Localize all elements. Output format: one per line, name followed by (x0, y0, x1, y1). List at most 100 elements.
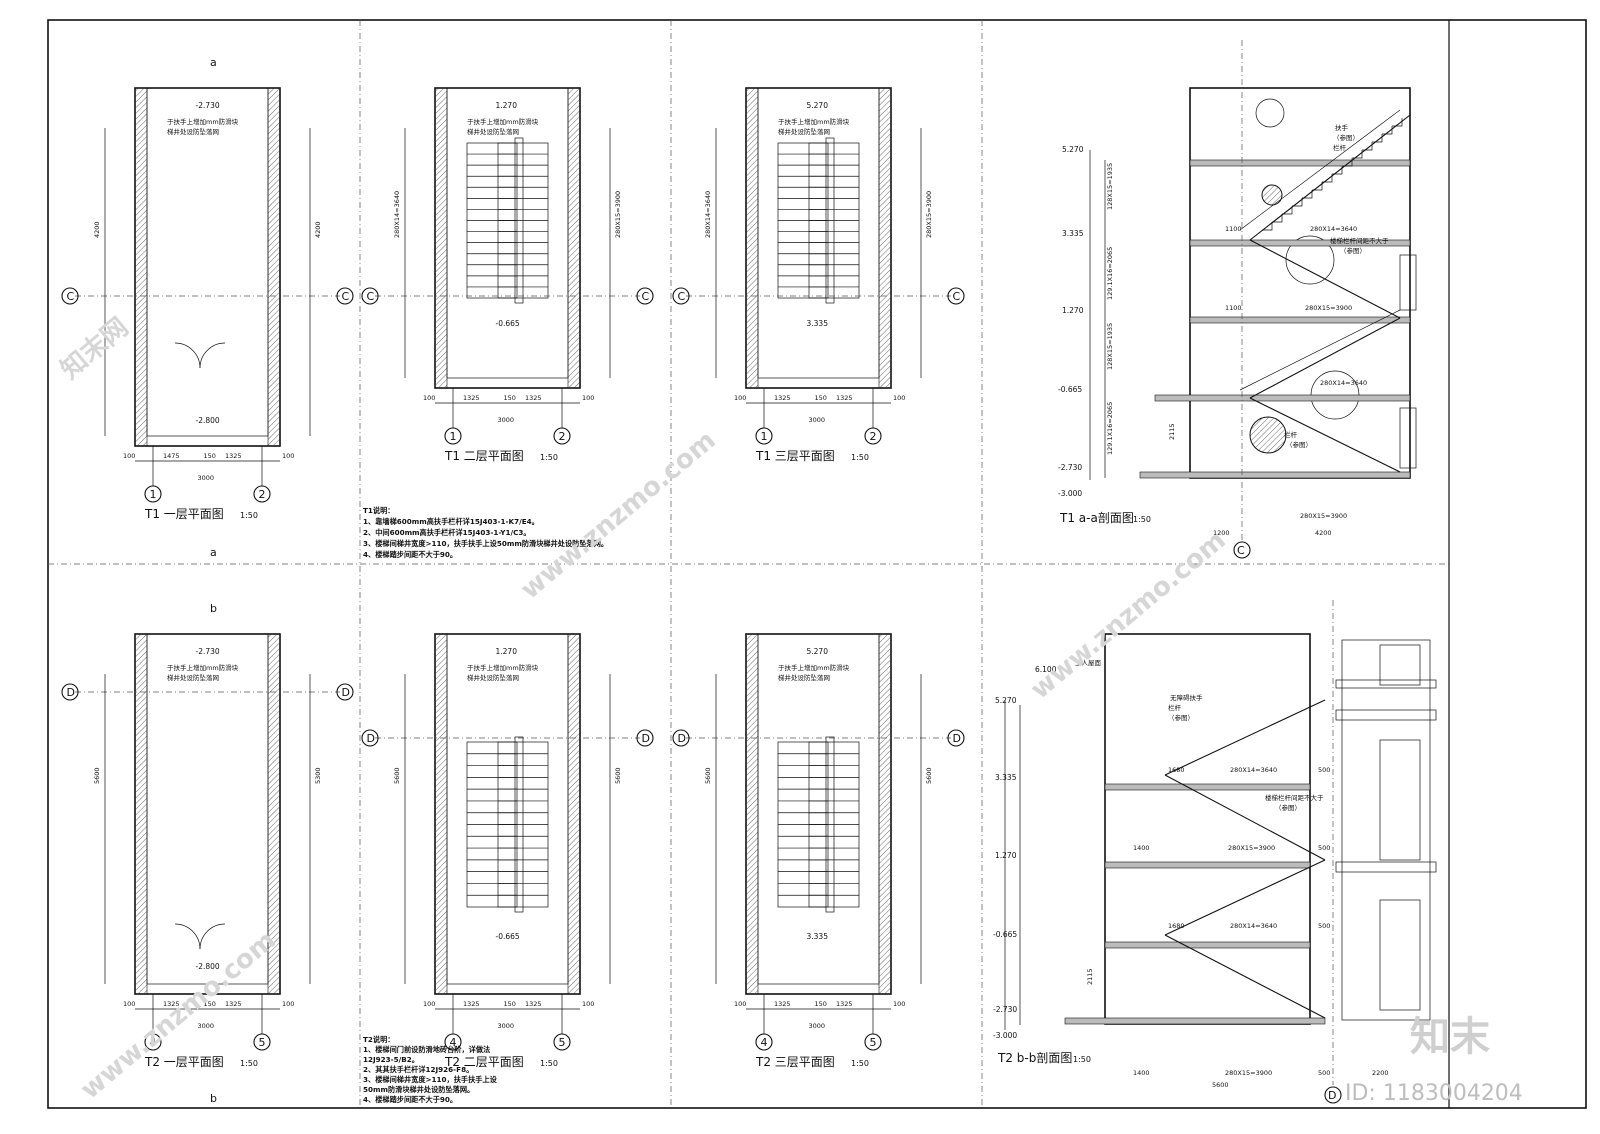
t1-floor1-dim-150: 150 (204, 452, 216, 460)
t1-floor1-axis-right-bubble (336, 287, 354, 305)
t1s-step (1302, 190, 1313, 199)
t1s-dim-r2: 128X15=1935 (1106, 163, 1114, 210)
t1s-dim-1100b: 1100 (1225, 304, 1242, 312)
t2-floor1-dim-3000: 3000 (198, 1022, 215, 1030)
t2s-dim-1660: 1680 (1168, 766, 1185, 774)
t2-floor3-dim-side-l: 5600 (704, 767, 712, 784)
t1-floor3-axis-left: C (678, 290, 686, 303)
t1-notes: T1说明： 1、靠墙梯600mm高扶手栏杆详15J403-1-K7/E4。 2、… (363, 506, 608, 559)
t2s-level-3335: 3.335 (995, 773, 1017, 782)
t1s-step (1392, 118, 1403, 127)
t2-floor1-axis-left-bubble (61, 683, 79, 701)
t1-floor1-axis-left-bubble (61, 287, 79, 305)
t2-floor1-level-top: -2.730 (196, 647, 220, 656)
t1s-level-3335: 3.335 (1062, 229, 1084, 238)
t2s-level-2730: -2.730 (993, 1005, 1017, 1014)
t1s-level-3000: -3.000 (1058, 489, 1082, 498)
t2-floor3-axis-right-bubble (947, 729, 965, 747)
t1-floor1-title: T1 一层平面图 (144, 507, 224, 521)
t2s-dim-5600: 5600 (1212, 1081, 1229, 1089)
t1-floor2-axis-left-bubble (361, 287, 379, 305)
t1s-step (1292, 198, 1303, 207)
t1-floor1-wall-left (134, 87, 148, 447)
t2-floor1-dim-150: 150 (204, 1000, 216, 1008)
t2-floor2-axis-b1: 4 (450, 1036, 457, 1049)
t2-floor1-axis-b1-bubble (144, 1033, 162, 1051)
t1-floor1-dim-100l: 100 (123, 452, 135, 460)
t1-floor2-axis-b2-bubble (553, 427, 571, 445)
t2s-dim-500d: 500 (1318, 1069, 1330, 1077)
t2-floor2-walls (434, 633, 581, 995)
t2-floor1-door-leaf-2 (199, 923, 226, 950)
t2-note-4: 3、楼梯间梯井宽度>110，扶手扶手上设 (363, 1075, 498, 1084)
t2-floor2-axis-b2: 5 (559, 1036, 566, 1049)
t1-note-1: 1、靠墙梯600mm高扶手栏杆详15J403-1-K7/E4。 (363, 517, 539, 526)
t1s-dim-r1: 129.1X16=2065 (1106, 247, 1114, 300)
t1s-step (1312, 182, 1323, 191)
t1s-dim-4200: 4200 (1315, 529, 1332, 537)
t2s-level-5270: 5.270 (995, 696, 1017, 705)
t2s-level-0665: -0.665 (993, 930, 1017, 939)
t1-floor2-title: T1 二层平面图 (444, 449, 524, 463)
t2-floor1-dim-side-l: 5600 (93, 767, 101, 784)
t1s-level-2730: -2.730 (1058, 463, 1082, 472)
t1-floor1-level-top: -2.730 (196, 101, 220, 110)
t2-floor3-well (825, 736, 835, 913)
t2-floor1-note-handrail: 于扶手上增加mm防滑块 (167, 663, 239, 672)
watermark-brand: 知末 (1410, 1014, 1490, 1060)
t2-floor3-axis-right: D (953, 732, 961, 745)
t2-floor1-level-bottom: -2.800 (196, 962, 220, 971)
t1s-step (1352, 150, 1363, 159)
t2-floor3-wall-right (878, 633, 892, 995)
t1-floor1-scale: 1:50 (240, 511, 258, 520)
t2-floor3-note-handrail: 于扶手上增加mm防滑块 (778, 663, 850, 672)
t2-floor3-level-top: 5.270 (807, 647, 829, 656)
t1-floor2-note-handrail: 于扶手上增加mm防滑块 (467, 117, 539, 126)
t2-floor3-level-bottom: 3.335 (807, 932, 829, 941)
t2-floor1-dim-b: 1325 (225, 1000, 242, 1008)
t2-floor1-wall-left (134, 633, 148, 995)
t2-floor2-dim-100l: 100 (423, 1000, 435, 1008)
t1-notes-title: T1说明： (363, 506, 394, 515)
t2-floor2-dim-b: 1325 (525, 1000, 542, 1008)
t1s-dim-stair1: 280X14=3640 (1310, 225, 1357, 233)
t2-floor1-note-well: 梯井处设防坠落网 (167, 673, 219, 682)
t2s-dim-stair1: 280X14=3640 (1230, 766, 1277, 774)
t1s-dim-stair3: 280X14=3640 (1320, 379, 1367, 387)
t2-floor1-dim-100l: 100 (123, 1000, 135, 1008)
t1s-label-handrail: 扶手 (1335, 123, 1349, 132)
t2-floor3-axis-left: D (678, 732, 686, 745)
t1-floor3-dim-side-l: 280X14=3640 (704, 191, 712, 238)
t1-floor2-dim-a: 1325 (463, 394, 480, 402)
t2-floor3-axis-b2: 5 (870, 1036, 877, 1049)
t1-floor3-wall-right (878, 87, 892, 389)
t1-floor3-dim-100r: 100 (893, 394, 905, 402)
t2-floor3-dim-a: 1325 (774, 1000, 791, 1008)
t1-floor1-axis-b2-bubble (253, 485, 271, 503)
t2-floor3-dim-100l: 100 (734, 1000, 746, 1008)
t1-floor2-axis-b1-bubble (444, 427, 462, 445)
t1s-dim-r2b: 128X15=1935 (1106, 323, 1114, 370)
t2-floor2-wall-right (567, 633, 581, 995)
t1-floor3-scale: 1:50 (851, 453, 869, 462)
t1-floor1-wall-right (267, 87, 281, 447)
t2-note-5: 50mm防滑块梯井处设防坠落网。 (363, 1085, 474, 1094)
t2-note-6: 4、楼梯踏步间距不大于90。 (363, 1095, 457, 1104)
t1-floor3-well (825, 137, 835, 304)
t1s-dim-1100: 1100 (1225, 225, 1242, 233)
t1-floor3-wall-left (745, 87, 759, 389)
t1-floor1-note-well: 梯井处设防坠落网 (167, 127, 219, 136)
t2s-level-6100: 6.100 (1035, 665, 1057, 674)
t2-floor2-dim-150: 150 (504, 1000, 516, 1008)
t2s-level-1270: 1.270 (995, 851, 1017, 860)
t2-note-1: 1、楼梯间门前设防滑地砖台阶，详做法 (363, 1045, 490, 1054)
t2-floor1-door-leaf-1 (174, 923, 201, 950)
t1s-label-railing: 栏杆 (1333, 143, 1347, 152)
t1-floor1-walls (134, 87, 281, 447)
t1-floor1-note-handrail: 于扶手上增加mm防滑块 (167, 117, 239, 126)
t1s-step (1282, 206, 1293, 215)
t2-floor2-axis-b2-bubble (553, 1033, 571, 1051)
t1-floor1-door-leaf-2 (199, 342, 226, 369)
